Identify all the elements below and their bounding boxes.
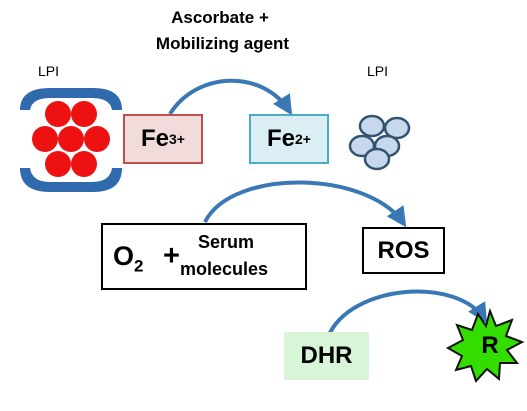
dhr-box: DHR bbox=[284, 332, 369, 380]
fe3-base: Fe bbox=[141, 125, 170, 152]
ros-box: ROS bbox=[362, 227, 445, 274]
o2-symbol: O2 bbox=[113, 241, 144, 276]
r-label: R bbox=[481, 332, 499, 359]
serum-line1: Serum bbox=[198, 232, 255, 252]
lpi-right-label: LPI bbox=[367, 63, 389, 79]
lpi-left-label: LPI bbox=[38, 63, 60, 79]
lpi-cage-icon bbox=[20, 88, 122, 192]
fe2-charge: 2+ bbox=[295, 131, 311, 147]
arrow-o2-to-ros bbox=[203, 180, 407, 228]
o2-subscript: 2 bbox=[134, 256, 144, 276]
top-label-line2: Mobilizing agent bbox=[155, 34, 290, 53]
serum-line2: molecules bbox=[180, 259, 269, 279]
o2-plus: + bbox=[163, 240, 180, 272]
top-label-line1: Ascorbate + bbox=[171, 8, 269, 27]
arrow-fe3-to-fe2 bbox=[168, 78, 293, 116]
iron-spheres bbox=[32, 101, 110, 177]
o2-serum-box: O2 + Serum molecules bbox=[101, 223, 307, 290]
lpi-cluster-icon bbox=[348, 114, 411, 171]
fe2-base: Fe bbox=[267, 125, 296, 152]
arrow-dhr-to-r bbox=[326, 289, 488, 338]
fe3-charge: 3+ bbox=[169, 131, 185, 147]
r-star-shape bbox=[445, 307, 525, 383]
